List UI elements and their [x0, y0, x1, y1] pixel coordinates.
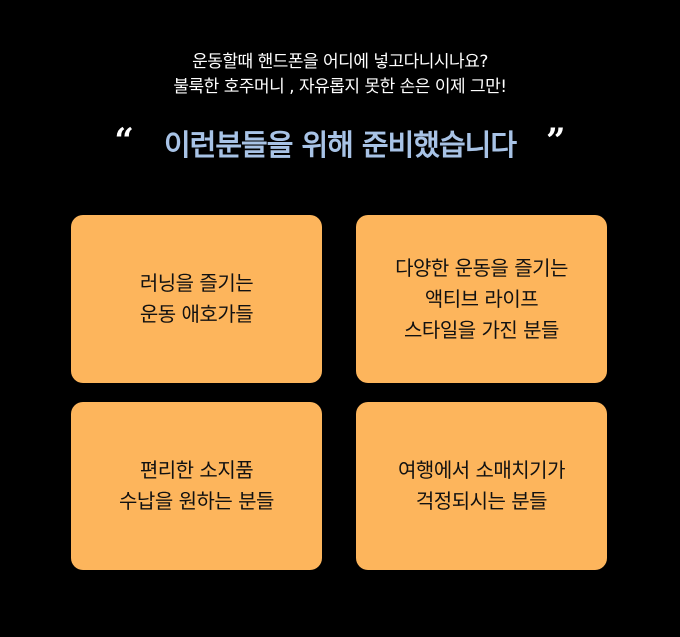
card-line: 액티브 라이프 — [424, 286, 539, 311]
open-quote-mark: “ — [114, 121, 134, 161]
headline: “ 이런분들을 위해 준비했습니다 ” — [0, 118, 680, 168]
card-line: 편리한 소지품 — [139, 458, 254, 482]
intro-text: 운동할때 핸드폰을 어디에 넣고다니시나요? 불룩한 호주머니 , 자유롭지 못… — [0, 50, 680, 100]
card-line: 운동 애호가들 — [139, 302, 254, 326]
card-line: 다양한 운동을 즐기는 — [395, 255, 568, 280]
card-line: 걱정되시는 분들 — [415, 489, 548, 513]
card-line: 여행에서 소매치기가 — [398, 458, 565, 482]
target-card-active-lifestyle: 다양한 운동을 즐기는 액티브 라이프 스타일을 가진 분들 — [356, 215, 607, 383]
card-line: 수납을 원하는 분들 — [119, 489, 274, 513]
headline-title: 이런분들을 위해 준비했습니다 — [163, 128, 517, 162]
card-line: 러닝을 즐기는 — [139, 271, 254, 295]
target-card-runners: 러닝을 즐기는 운동 애호가들 — [71, 215, 322, 383]
intro-line-1: 운동할때 핸드폰을 어디에 넣고다니시나요? — [192, 52, 488, 72]
intro-line-2: 불룩한 호주머니 , 자유롭지 못한 손은 이제 그만! — [173, 77, 507, 97]
card-line: 스타일을 가진 분들 — [404, 317, 559, 342]
close-quote-mark: ” — [546, 121, 566, 161]
target-card-storage: 편리한 소지품 수납을 원하는 분들 — [71, 402, 322, 570]
target-card-travelers: 여행에서 소매치기가 걱정되시는 분들 — [356, 402, 607, 570]
